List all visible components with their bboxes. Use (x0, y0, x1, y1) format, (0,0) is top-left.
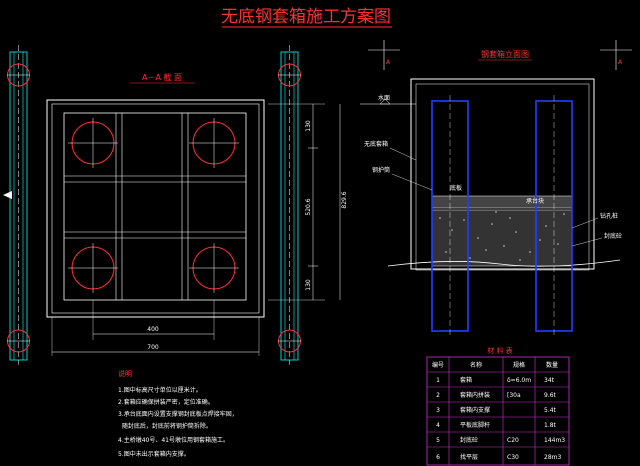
cell-qty: 5.4t (544, 407, 557, 414)
label-fill: 承台块 (526, 197, 544, 205)
materials-table: 材 料 表 编号 名称 规格 数量 1 套箱 δ=6.0m 34t 2 套箱内拼… (426, 346, 570, 466)
cell-no: 1 (436, 377, 440, 384)
label-bottom: 底板 (450, 184, 462, 192)
note-item: 5.图中未出示套箱内支撑。 (118, 450, 190, 458)
pile-circle-br (189, 243, 239, 293)
cell-no: 3 (436, 407, 440, 414)
notes-heading: 说明 (118, 369, 132, 378)
outer-box (46, 99, 265, 318)
cell-name: 套箱 (460, 376, 472, 384)
note-item: 4.主桥墩40号、41号墩位用钢套箱施工。 (118, 436, 229, 444)
horizontal-dimensions: 400 700 (51, 300, 260, 356)
pile-circle-tr (189, 118, 239, 168)
note-item: 2.套箱应确保拼装严密，定位准确。 (118, 398, 214, 406)
table-row: 4 平板底脚杆 1.8t (436, 421, 556, 429)
left-pile-column (3, 45, 30, 365)
marker-left-label: A (386, 59, 391, 66)
cell-qty: 28m3 (544, 454, 561, 461)
table-header: 规格 (513, 361, 525, 369)
pile-circle-tl (68, 118, 118, 168)
dim-bottom: 130 (305, 279, 312, 291)
seal-concrete (431, 209, 573, 267)
pile-circle-bl (68, 243, 118, 293)
table-row: 2 套箱内拼装 [30a 9.6t (436, 391, 556, 399)
cell-name: 封底砼 (460, 436, 478, 444)
cell-spec: [30a (507, 392, 521, 399)
cell-qty: 144m3 (544, 437, 565, 444)
left-pile (431, 95, 469, 335)
cell-no: 6 (436, 454, 440, 461)
cell-spec: C30 (507, 454, 519, 461)
cell-spec: C20 (507, 437, 519, 444)
table-row: 5 封底砼 C20 144m3 (436, 436, 565, 444)
concrete-speckle (439, 211, 565, 261)
dim-top: 130 (305, 120, 312, 132)
section-aa-title: A－A 截 面 (142, 72, 182, 82)
elevation-view: 钢套箱立面图 A A 水面 (360, 40, 632, 335)
dim-mid: 520.6 (305, 198, 312, 215)
cell-name: 套箱内支撑 (460, 406, 490, 414)
elevation-title: 钢套箱立面图 (481, 49, 529, 59)
label-seal: 封底砼 (604, 232, 622, 240)
dim-total: 829.6 (341, 191, 348, 208)
section-aa: A－A 截 面 (46, 72, 348, 356)
cell-name: 套箱内拼装 (460, 391, 490, 399)
table-header: 编号 (432, 361, 444, 369)
marker-right-label: A (618, 59, 623, 66)
cell-qty: 1.8t (544, 422, 557, 429)
note-item: 1.图中标高尺寸单位以厘米计。 (118, 386, 202, 394)
table-header: 数量 (546, 361, 558, 369)
cell-qty: 9.6t (544, 392, 557, 399)
cell-no: 5 (436, 437, 440, 444)
right-pile-column (278, 45, 301, 365)
inner-box (63, 112, 247, 301)
table-row: 6 找平层 C30 28m3 (436, 453, 561, 461)
dim-inner: 400 (147, 326, 159, 333)
notes-block: 说明 1.图中标高尺寸单位以厘米计。 2.套箱应确保拼装严密，定位准确。 3.承… (118, 369, 238, 458)
bottom-slab (431, 195, 573, 209)
label-casing: 钢护筒 (372, 166, 390, 174)
water-level-label: 水面 (378, 94, 390, 102)
cell-spec: δ=6.0m (507, 377, 531, 384)
label-box: 无底套箱 (364, 140, 388, 148)
cell-name: 找平层 (460, 453, 478, 461)
vertical-dimensions: 130 520.6 130 829.6 (268, 103, 348, 301)
dim-outer: 700 (147, 344, 159, 351)
table-row: 3 套箱内支撑 5.4t (436, 406, 556, 414)
materials-title: 材 料 表 (487, 346, 512, 355)
ground-line (387, 259, 621, 267)
table-header: 名称 (470, 361, 482, 369)
right-pile (535, 95, 573, 335)
label-pile: 钻孔桩 (600, 212, 618, 220)
cell-qty: 34t (544, 377, 555, 384)
section-marker-left: A (368, 40, 400, 70)
cell-no: 4 (436, 422, 440, 429)
cell-no: 2 (436, 392, 440, 399)
steel-box-outline (410, 78, 595, 270)
section-marker-right: A (600, 40, 632, 70)
note-item: 3.承台底面内设置支撑钢封底板点焊接牢固， (118, 410, 238, 418)
drawing-title: 无底钢套箱施工方案图 (221, 7, 391, 27)
cell-name: 平板底脚杆 (460, 421, 490, 429)
table-row: 1 套箱 δ=6.0m 34t (436, 376, 555, 384)
note-item: 随封底后，封底前将钢护筒拆除。 (118, 422, 212, 430)
